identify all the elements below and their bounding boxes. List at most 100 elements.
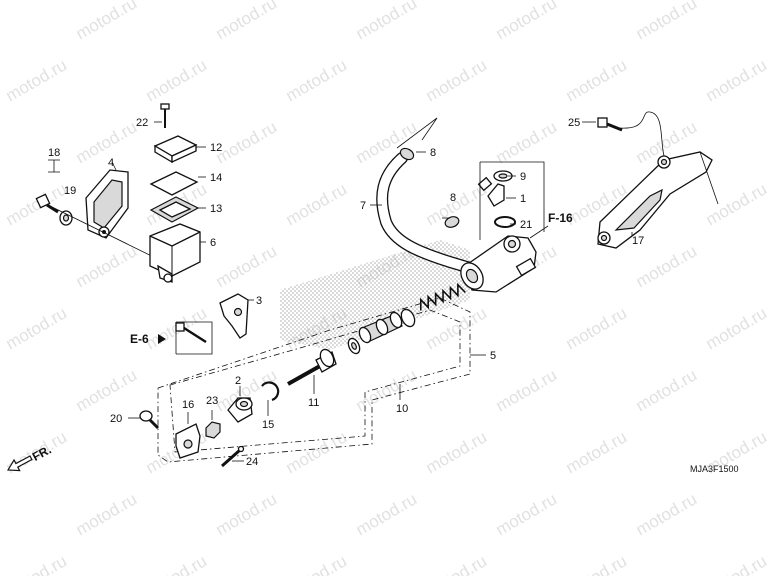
watermark-text: motod.ru — [563, 551, 631, 576]
watermark-text: motod.ru — [283, 427, 351, 477]
watermark-text: motod.ru — [73, 489, 141, 539]
e6-reference: E-6 — [130, 332, 166, 346]
watermark-text: motod.ru — [283, 55, 351, 105]
push-rod-11 — [287, 348, 337, 386]
callout-10: 10 — [396, 403, 408, 415]
watermark-text: motod.ru — [353, 0, 421, 43]
watermark-text: motod.ru — [493, 117, 561, 167]
watermark-text: motod.ru — [73, 241, 141, 291]
callout-24: 24 — [246, 456, 258, 468]
circlip-15 — [261, 381, 280, 402]
ref-f16-label: F-16 — [548, 211, 573, 225]
callout-14: 14 — [210, 172, 222, 184]
watermark-text: motod.ru — [563, 303, 631, 353]
callout-7: 7 — [360, 200, 366, 212]
watermark-text: motod.ru — [143, 55, 211, 105]
bolt-18 — [35, 193, 59, 214]
watermark-text: motod.ru — [213, 117, 281, 167]
cap-12-front — [171, 143, 197, 164]
master-cylinder-5 — [460, 235, 537, 293]
screw-22 — [160, 103, 170, 110]
callout-3: 3 — [256, 295, 262, 307]
cup-seal — [400, 308, 416, 328]
joint-16 — [175, 423, 201, 459]
callout-19: 19 — [64, 185, 76, 197]
callout-18: 18 — [48, 147, 60, 159]
piston — [358, 311, 403, 344]
watermark-text: motod.ru — [633, 241, 701, 291]
watermark-text: motod.ru — [703, 55, 768, 105]
bolt-25 — [597, 117, 623, 132]
leader-lines — [48, 121, 633, 462]
callout-4: 4 — [108, 157, 114, 169]
callout-12: 12 — [210, 142, 222, 154]
spring — [419, 282, 466, 311]
ref-e6-label: E-6 — [130, 332, 149, 346]
callout-8-upper: 8 — [430, 147, 436, 159]
watermark-text: motod.ru — [633, 489, 701, 539]
watermark-text: motod.ru — [633, 0, 701, 43]
hose-7 — [376, 152, 476, 274]
grommet-19 — [59, 210, 73, 226]
o-ring-21 — [494, 216, 516, 228]
washer — [347, 337, 361, 355]
callout-11: 11 — [308, 397, 319, 409]
bolt-e6 — [175, 322, 207, 344]
watermark-text: motod.ru — [73, 365, 141, 415]
callout-labels: 1 2 3 4 5 6 7 8 8 9 10 11 12 13 14 15 16… — [48, 117, 644, 468]
callout-2: 2 — [235, 375, 241, 387]
watermark-text: motod.ru — [493, 365, 561, 415]
watermark-text: motod.ru — [563, 427, 631, 477]
callout-1: 1 — [520, 193, 526, 205]
plate-14 — [149, 171, 199, 196]
cap-9 — [493, 170, 513, 182]
watermark-text: motod.ru — [563, 55, 631, 105]
cotter-24 — [221, 445, 245, 468]
watermark-text: motod.ru — [283, 179, 351, 229]
watermark-text: motod.ru — [73, 0, 141, 43]
cover-4 — [85, 169, 129, 239]
watermark-text: motod.ru — [213, 489, 281, 539]
bracket-side-line — [699, 151, 719, 205]
watermark-text: motod.ru — [423, 55, 491, 105]
watermark-text: motod.ru — [213, 0, 281, 43]
watermark-text: motod.ru — [3, 55, 71, 105]
fitting-1 — [477, 176, 505, 207]
bracket-1-9-21 — [479, 161, 545, 240]
watermark-text: motod.ru — [493, 489, 561, 539]
pin-20 — [139, 410, 160, 430]
watermark-text: motod.ru — [423, 551, 491, 576]
diagram-code: MJA3F1500 — [690, 464, 739, 474]
watermark-text: motod.ru — [353, 489, 421, 539]
boot-2 — [227, 397, 253, 423]
callout-13: 13 — [210, 203, 222, 215]
callout-22: 22 — [136, 117, 148, 129]
watermark-text: motod.ru — [353, 365, 421, 415]
clamp-8-upper — [399, 147, 415, 161]
bracket-guide-line — [619, 111, 665, 157]
callout-23: 23 — [206, 395, 218, 407]
watermark-text: motod.ru — [3, 303, 71, 353]
f16-reference: F-16 — [548, 211, 573, 225]
diaphragm-13-inner — [158, 201, 192, 218]
bracket-3 — [219, 293, 249, 339]
callout-25: 25 — [568, 117, 580, 129]
watermark-text: motod.ru — [703, 303, 768, 353]
nut-23 — [205, 421, 221, 439]
reservoir-stack — [149, 103, 200, 223]
shading-band — [280, 240, 470, 350]
ref-e6-arrow — [158, 334, 166, 344]
callout-15: 15 — [262, 419, 274, 431]
callout-17: 17 — [632, 235, 644, 247]
watermark-text: motod.ru — [3, 179, 71, 229]
callout-5: 5 — [490, 350, 496, 362]
watermark-text: motod.ru — [3, 551, 71, 576]
reservoir-6 — [149, 223, 201, 283]
callout-16: 16 — [182, 399, 194, 411]
callout-9: 9 — [520, 171, 526, 183]
watermark-text: motod.ru — [143, 551, 211, 576]
callout-6: 6 — [210, 237, 216, 249]
callout-8-lower: 8 — [450, 192, 456, 204]
callout-20: 20 — [110, 413, 122, 425]
